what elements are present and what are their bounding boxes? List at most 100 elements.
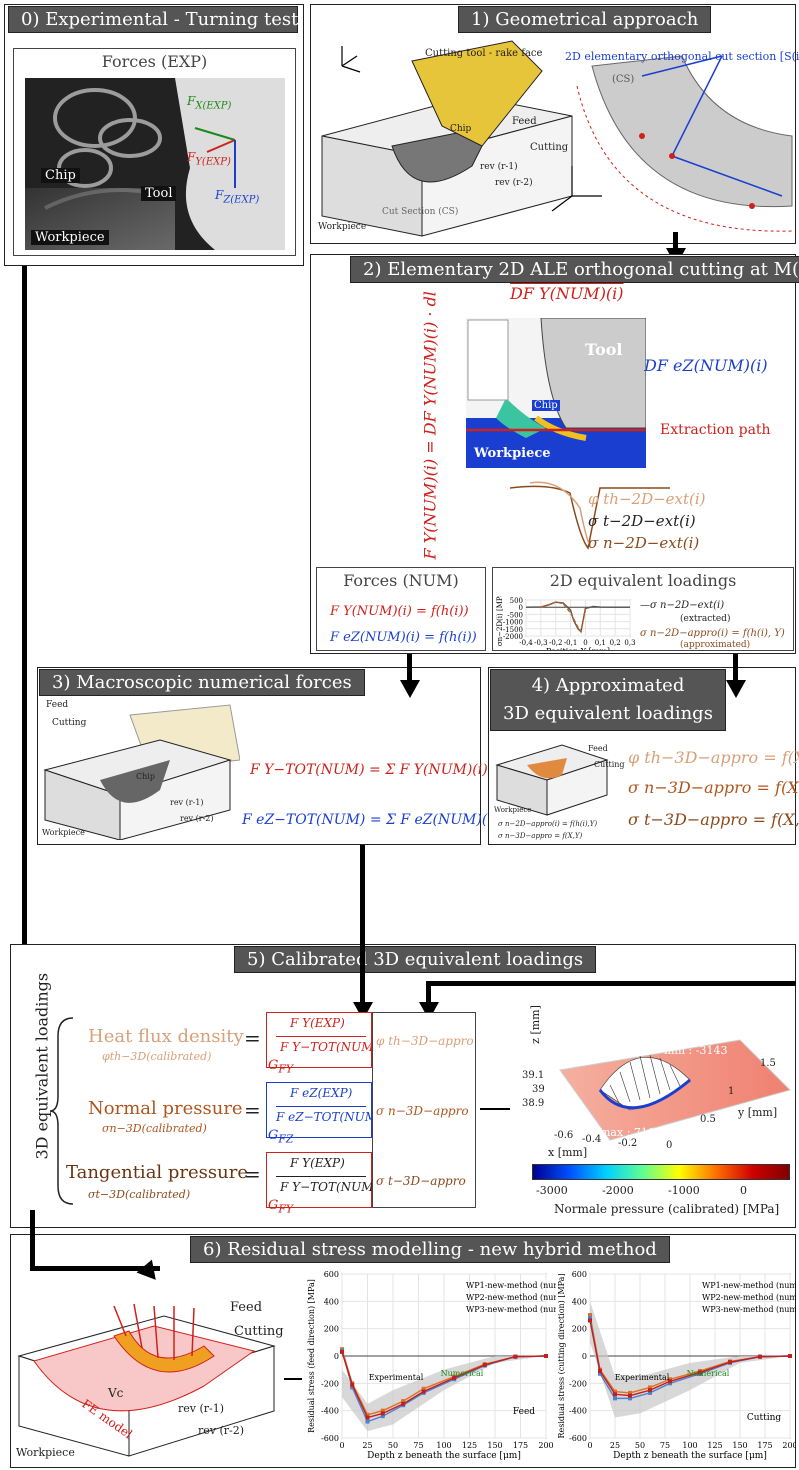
legend-entry: WP3-new-method (num) (466, 1305, 556, 1314)
data-point (350, 1382, 355, 1387)
data-point (544, 1354, 548, 1358)
legend-extracted-sub: (extracted) (680, 614, 731, 624)
data-point (613, 1392, 617, 1397)
feed-label-4: Feed (588, 744, 608, 753)
tang-pressure-label: Tangential pressure (66, 1162, 249, 1183)
normal-pressure-label: Normal pressure (88, 1098, 243, 1119)
arrow-3-to-5 (360, 845, 365, 1005)
fz-num-eq: F eZ(NUM)(i) = f(h(i)) (330, 630, 477, 645)
colorbar (532, 1164, 790, 1180)
x-tick-1: -0.6 (554, 1130, 574, 1141)
sig-t-ext-label: σ t−2D−ext(i) (588, 512, 696, 530)
data-point (365, 1412, 370, 1417)
workpiece-label-1: Workpiece (318, 222, 367, 232)
experimental-photo: Chip Tool Workpiece FX(EXP) FY(EXP) FZ(E… (25, 78, 285, 250)
g3-label: GFY (268, 1198, 294, 1216)
rev1-label-6: rev (r-1) (178, 1402, 225, 1415)
fe-model-diagram (17, 1303, 276, 1457)
x-axis-title: Depth z beneath the surface [μm] (613, 1451, 767, 1461)
y-tick-label: 400 (324, 1297, 339, 1306)
y-tick-label: -600 (321, 1434, 339, 1443)
series-line (589, 1320, 791, 1397)
geometrical-diagram (321, 40, 793, 237)
legend-entry: WP1-new-method (num) (702, 1281, 796, 1290)
y-tick-4: 0 (666, 1140, 673, 1151)
ale-mesh-diagram (466, 318, 646, 468)
heat-flux-sub: φth−3D(calibrated) (102, 1050, 212, 1063)
x-tick-label: 200 (782, 1441, 796, 1450)
frac3-num: F Y(EXP) (290, 1156, 345, 1170)
data-point (588, 1318, 592, 1323)
y-tick-label: -200 (569, 1379, 587, 1388)
rev2-label-6: rev (r-2) (198, 1424, 245, 1437)
y-tick-label: -400 (569, 1407, 587, 1416)
rev2-label-1: rev (r-2) (495, 178, 533, 188)
y-tick-label: 600 (572, 1270, 587, 1279)
y-tick-label: -2000 (503, 633, 523, 641)
arrow-1-to-2 (673, 232, 678, 254)
x-tick-label: 125 (462, 1441, 477, 1450)
legend-approximated-sub: (approximated) (680, 640, 751, 650)
data-point (668, 1379, 672, 1384)
data-point (613, 1396, 617, 1401)
y-tick-1: 1.5 (760, 1058, 776, 1069)
x-tick-label: -0,2 (549, 639, 563, 647)
x-tick-label: 0,2 (610, 639, 621, 647)
arrowhead-2-to-4 (726, 680, 746, 698)
panel-1-title: 1) Geometrical approach (458, 6, 712, 33)
extraction-path-label: Extraction path (660, 422, 771, 438)
colorbar-label: Normale pressure (calibrated) [MPa] (554, 1202, 780, 1216)
x-axis-label: x [mm] (548, 1146, 588, 1159)
x-tick-label: 0 (583, 639, 587, 647)
equals-3: = (244, 1162, 261, 1186)
series-line (540, 601, 587, 634)
brace (49, 1017, 74, 1205)
forces-num-title: Forces (NUM) (343, 571, 459, 590)
x-tick-label: 150 (732, 1441, 747, 1450)
df-right-label: DF eZ(NUM)(i) (644, 356, 768, 375)
x-tick-label: 0 (587, 1441, 592, 1450)
data-point (421, 1386, 426, 1391)
experimental-band (590, 1301, 790, 1418)
y-tick-label: 0 (582, 1352, 587, 1361)
y-axis-title: Residual stress (feed direction) [MPa] (307, 1279, 316, 1433)
data-point (588, 1315, 592, 1320)
data-point (380, 1411, 385, 1416)
data-point (728, 1360, 732, 1365)
surface-plot-3d (559, 1039, 791, 1141)
surface-max-label: max : 710 (600, 1126, 655, 1139)
frac1-num: F Y(EXP) (290, 1016, 345, 1030)
colorbar-tick-1: -3000 (536, 1184, 568, 1197)
data-point (598, 1369, 602, 1374)
data-point (648, 1385, 652, 1390)
panel-0-title: 0) Experimental - Turning test (8, 6, 298, 33)
data-point (648, 1388, 652, 1393)
x-tick-3: -0.2 (618, 1138, 638, 1149)
photo-label-tool: Tool (141, 186, 177, 201)
x-tick-label: -0,4 (519, 639, 533, 647)
arrow-0-down (22, 266, 27, 986)
rev1-label-3: rev (r-1) (170, 798, 204, 807)
data-point (482, 1362, 487, 1367)
y-tick-label: 400 (572, 1297, 587, 1306)
gain-box-fy-2 (266, 1152, 372, 1208)
data-point (513, 1354, 518, 1359)
y-axis-title: σn−2D(i) [MPa] (496, 596, 504, 646)
x-tick-2: -0.4 (582, 1134, 602, 1145)
panel-2-title: 2) Elementary 2D ALE orthogonal cutting … (350, 256, 799, 283)
photo-label-workpiece: Workpiece (31, 230, 109, 245)
loadings-2d-title: 2D equivalent loadings (549, 571, 737, 590)
equals-1: = (244, 1026, 261, 1050)
arrow-5-right (30, 1266, 160, 1271)
cutting-label-3: Cutting (52, 718, 87, 728)
y-tick-label: -400 (321, 1407, 339, 1416)
panel-3-title: 3) Macroscopic numerical forces (39, 669, 365, 696)
annotation-experimental: Experimental (615, 1373, 670, 1382)
data-point (421, 1389, 426, 1394)
data-point (598, 1371, 602, 1376)
data-point (648, 1390, 652, 1395)
y-tick-label: 0 (334, 1352, 339, 1361)
